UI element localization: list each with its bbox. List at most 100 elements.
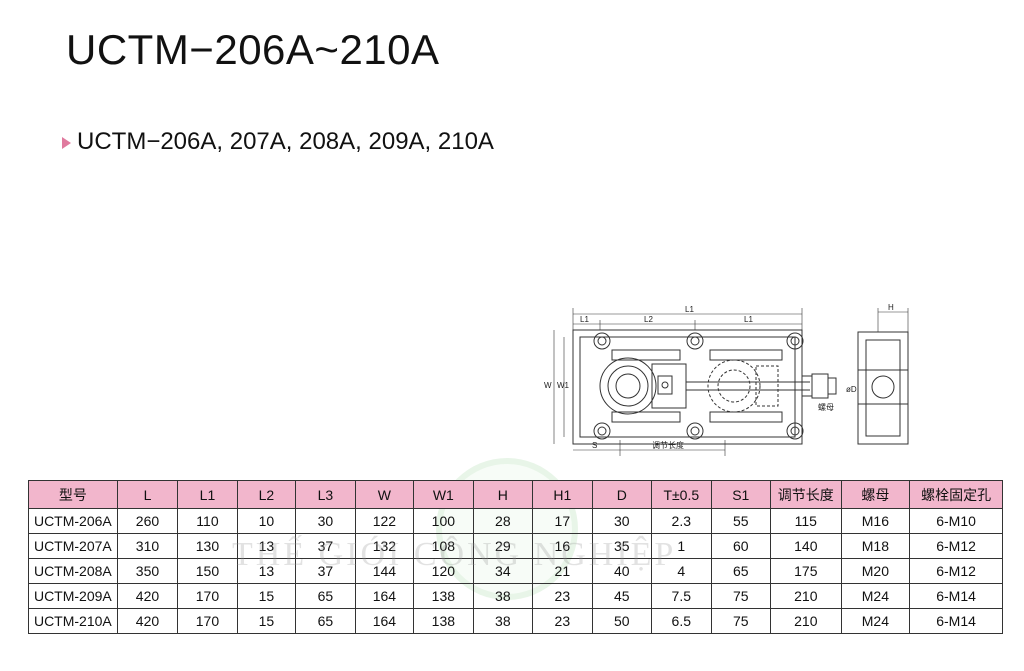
table-cell: 35: [591, 533, 653, 559]
table-cell: 65: [295, 583, 356, 609]
table-cell: M18: [840, 533, 911, 559]
table-cell: 38: [472, 608, 534, 634]
table-cell: 420: [116, 583, 179, 609]
model-cell: UCTM-210A: [28, 608, 118, 634]
table-cell: 164: [354, 608, 415, 634]
subtitle-row: UCTM−206A, 207A, 208A, 209A, 210A: [62, 128, 494, 156]
table-cell: 60: [710, 533, 772, 559]
column-header: 螺栓固定孔: [909, 480, 1003, 509]
table-cell: 110: [177, 508, 238, 534]
table-cell: 50: [591, 608, 653, 634]
table-cell: 210: [770, 608, 842, 634]
table-cell: 6.5: [651, 608, 712, 634]
table-cell: 6-M14: [909, 608, 1003, 634]
table-cell: 10: [236, 508, 297, 534]
table-cell: 45: [591, 583, 653, 609]
table-cell: 170: [177, 608, 238, 634]
column-header: D: [591, 480, 653, 509]
table-cell: 7.5: [651, 583, 712, 609]
table-cell: 55: [710, 508, 772, 534]
table-cell: M16: [840, 508, 911, 534]
table-cell: 6-M10: [909, 508, 1003, 534]
subtitle: UCTM−206A, 207A, 208A, 209A, 210A: [77, 128, 494, 155]
table-cell: 260: [116, 508, 179, 534]
nut-label: 螺母: [818, 402, 834, 412]
dim-label-l1-left: L1: [580, 315, 589, 324]
table-cell: 65: [295, 608, 356, 634]
table-cell: 16: [532, 533, 593, 559]
table-cell: 150: [177, 558, 238, 584]
dim-label-w: W: [544, 381, 552, 390]
table-cell: 75: [710, 583, 772, 609]
column-header: L1: [177, 480, 238, 509]
column-header: 型号: [28, 480, 118, 509]
technical-drawing: L1 L1 L2 L1 W W1 S 调节长度 螺母 H øD: [544, 303, 909, 456]
table-cell: 21: [532, 558, 593, 584]
table-cell: 122: [354, 508, 415, 534]
dim-label-l2: L2: [644, 315, 653, 324]
table-cell: 350: [116, 558, 179, 584]
table-cell: 23: [532, 583, 593, 609]
table-cell: 138: [413, 583, 474, 609]
table-cell: 170: [177, 583, 238, 609]
table-cell: 108: [413, 533, 474, 559]
table-cell: 210: [770, 583, 842, 609]
column-header: W: [354, 480, 415, 509]
table-cell: 23: [532, 608, 593, 634]
table-cell: 4: [651, 558, 712, 584]
table-cell: 29: [472, 533, 534, 559]
column-header: H: [472, 480, 534, 509]
table-cell: 13: [236, 533, 297, 559]
dim-label-h: H: [888, 303, 894, 312]
dim-label-l1-right: L1: [744, 315, 753, 324]
model-cell: UCTM-208A: [28, 558, 118, 584]
table-cell: M24: [840, 583, 911, 609]
column-header: S1: [710, 480, 772, 509]
triangle-bullet-icon: [62, 137, 71, 149]
table-cell: 140: [770, 533, 842, 559]
column-header: L: [116, 480, 179, 509]
column-header: 调节长度: [770, 480, 842, 509]
table-cell: 100: [413, 508, 474, 534]
table-cell: 17: [532, 508, 593, 534]
dim-label-l1: L1: [685, 305, 694, 314]
table-cell: 28: [472, 508, 534, 534]
table-cell: 38: [472, 583, 534, 609]
column-header: L3: [295, 480, 356, 509]
table-cell: 310: [116, 533, 179, 559]
table-cell: M20: [840, 558, 911, 584]
table-cell: 30: [591, 508, 653, 534]
model-cell: UCTM-207A: [28, 533, 118, 559]
spec-table: 型号 L L1 L2 L3 W W1 H H1 D T±0.5 S1 调节长度 …: [28, 480, 1003, 634]
table-cell: 30: [295, 508, 356, 534]
table-cell: 6-M12: [909, 558, 1003, 584]
table-cell: 115: [770, 508, 842, 534]
column-header: H1: [532, 480, 593, 509]
table-cell: 6-M14: [909, 583, 1003, 609]
table-cell: 13: [236, 558, 297, 584]
table-cell: 37: [295, 533, 356, 559]
dim-label-w1: W1: [557, 381, 570, 390]
table-header-row: 型号 L L1 L2 L3 W W1 H H1 D T±0.5 S1 调节长度 …: [28, 480, 1003, 509]
table-cell: 1: [651, 533, 712, 559]
column-header: 螺母: [840, 480, 911, 509]
table-cell: 15: [236, 583, 297, 609]
table-cell: 130: [177, 533, 238, 559]
table-cell: 6-M12: [909, 533, 1003, 559]
table-cell: 132: [354, 533, 415, 559]
table-cell: 75: [710, 608, 772, 634]
table-cell: 164: [354, 583, 415, 609]
table-cell: 34: [472, 558, 534, 584]
table-cell: 2.3: [651, 508, 712, 534]
table-cell: 37: [295, 558, 356, 584]
table-cell: 15: [236, 608, 297, 634]
column-header: W1: [413, 480, 474, 509]
table-cell: 65: [710, 558, 772, 584]
model-cell: UCTM-206A: [28, 508, 118, 534]
dim-label-adjust-length: 调节长度: [652, 440, 684, 450]
